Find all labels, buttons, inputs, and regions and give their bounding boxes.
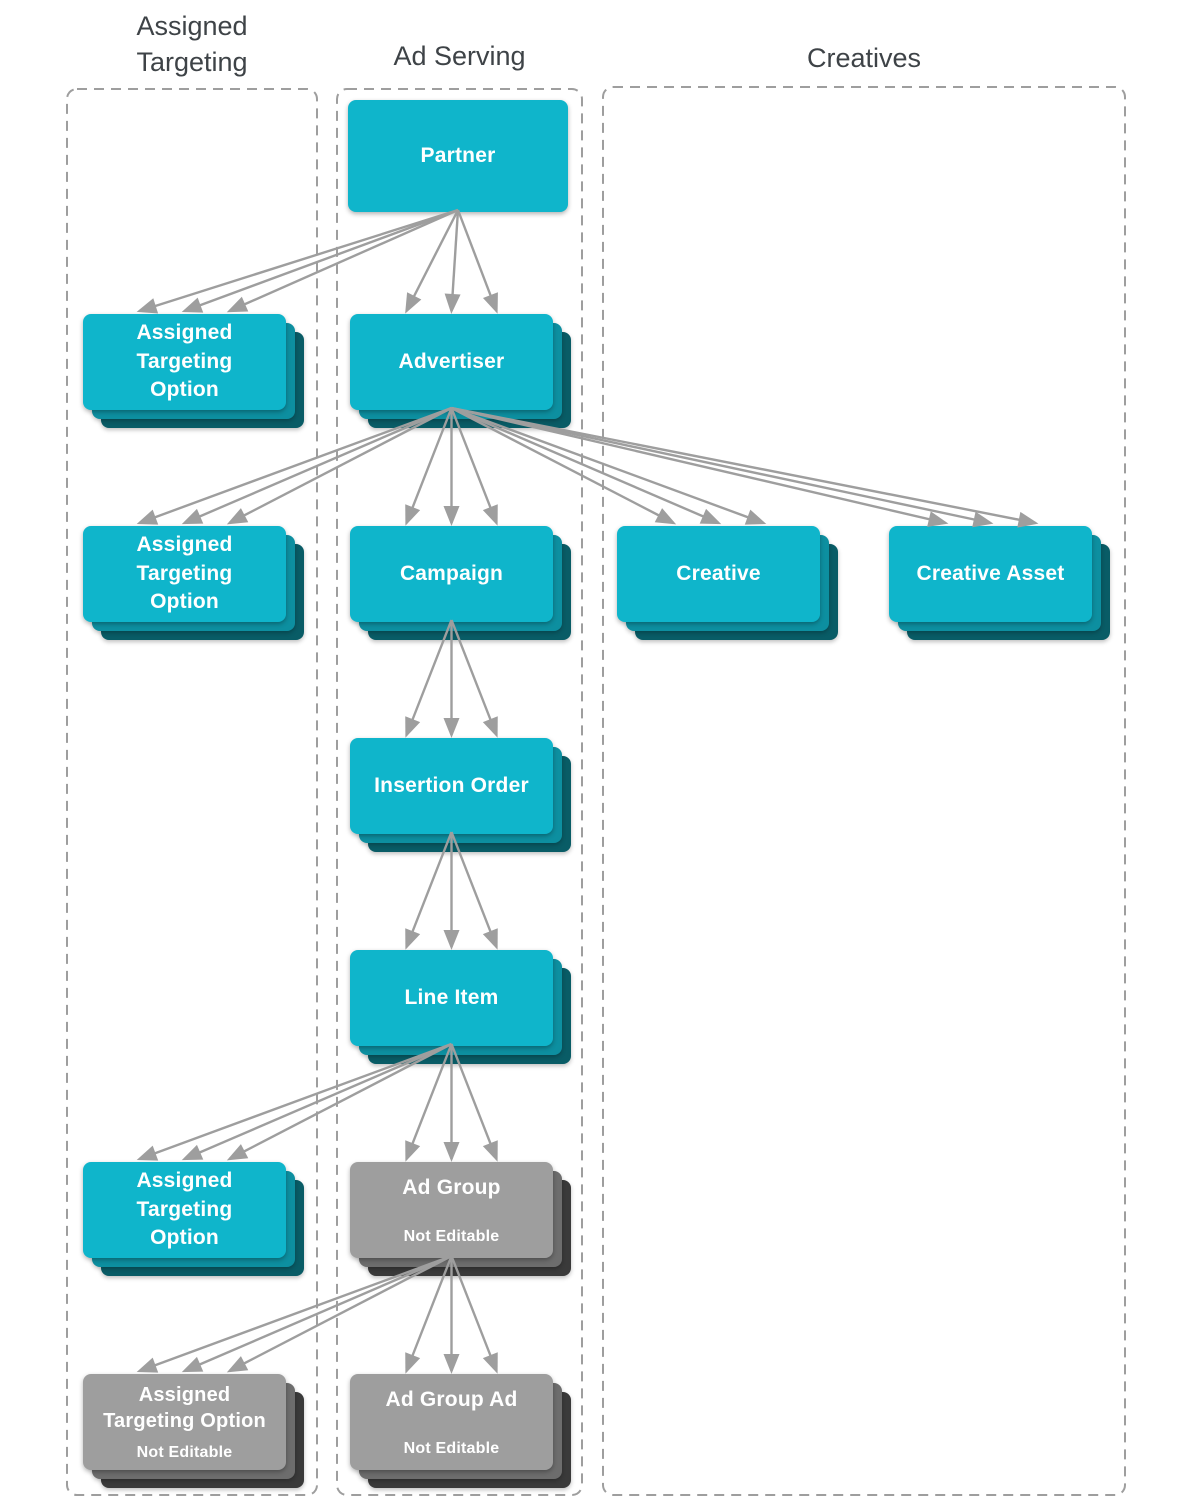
node-label: Assigned Targeting Option [136, 1169, 233, 1250]
node-label: Assigned Targeting Option [136, 533, 233, 614]
node-assigned-targeting-option-partner: Assigned Targeting Option [83, 314, 304, 428]
node-label: Assigned Targeting Option [103, 1384, 266, 1432]
column-title-ad-serving: Ad Serving [393, 41, 526, 71]
node-line-item: Line Item [350, 950, 571, 1064]
creatives-container [602, 86, 1126, 1496]
edge-partner-to-advertiser [405, 209, 460, 314]
node-creative: Creative [617, 526, 838, 640]
node-label: Creative [676, 561, 761, 585]
assigned-targeting-container [66, 88, 318, 1496]
node-insertion-order: Insertion Order [350, 738, 571, 852]
node-assigned-targeting-option-advertiser: Assigned Targeting Option [83, 526, 304, 640]
node-label: Creative Asset [916, 561, 1065, 585]
node-ad-group-ad: Ad Group Ad Not Editable [350, 1374, 571, 1488]
node-label: Insertion Order [374, 773, 529, 797]
not-editable-badge: Not Editable [403, 1228, 500, 1246]
node-ad-group: Ad Group Not Editable [350, 1162, 571, 1276]
column-title-assigned-targeting: Assigned Targeting [136, 11, 248, 78]
node-assigned-targeting-option-ad-group: Assigned Targeting Option Not Editable [83, 1374, 304, 1488]
node-advertiser: Advertiser [350, 314, 571, 428]
edge-partner-to-assigned-targeting-option-partner [181, 208, 459, 313]
node-creative-asset: Creative Asset [889, 526, 1110, 640]
edge-partner-to-assigned-targeting-option-partner [226, 208, 459, 313]
node-partner: Partner [348, 100, 568, 212]
node-label: Ad Group [402, 1175, 501, 1199]
node-label: Line Item [404, 985, 499, 1009]
node-label: Ad Group Ad [385, 1387, 518, 1411]
not-editable-badge: Not Editable [136, 1444, 233, 1461]
node-label: Assigned Targeting Option [136, 321, 233, 402]
node-label: Advertiser [398, 349, 505, 373]
edge-partner-to-advertiser [456, 209, 498, 314]
edge-partner-to-advertiser [444, 209, 461, 314]
node-assigned-targeting-option-line-item: Assigned Targeting Option [83, 1162, 304, 1276]
not-editable-badge: Not Editable [403, 1440, 500, 1458]
edge-partner-to-assigned-targeting-option-partner [136, 208, 459, 314]
node-label: Partner [420, 143, 496, 167]
node-campaign: Campaign [350, 526, 571, 640]
node-label: Campaign [399, 561, 504, 585]
column-title-creatives: Creatives [806, 43, 922, 73]
